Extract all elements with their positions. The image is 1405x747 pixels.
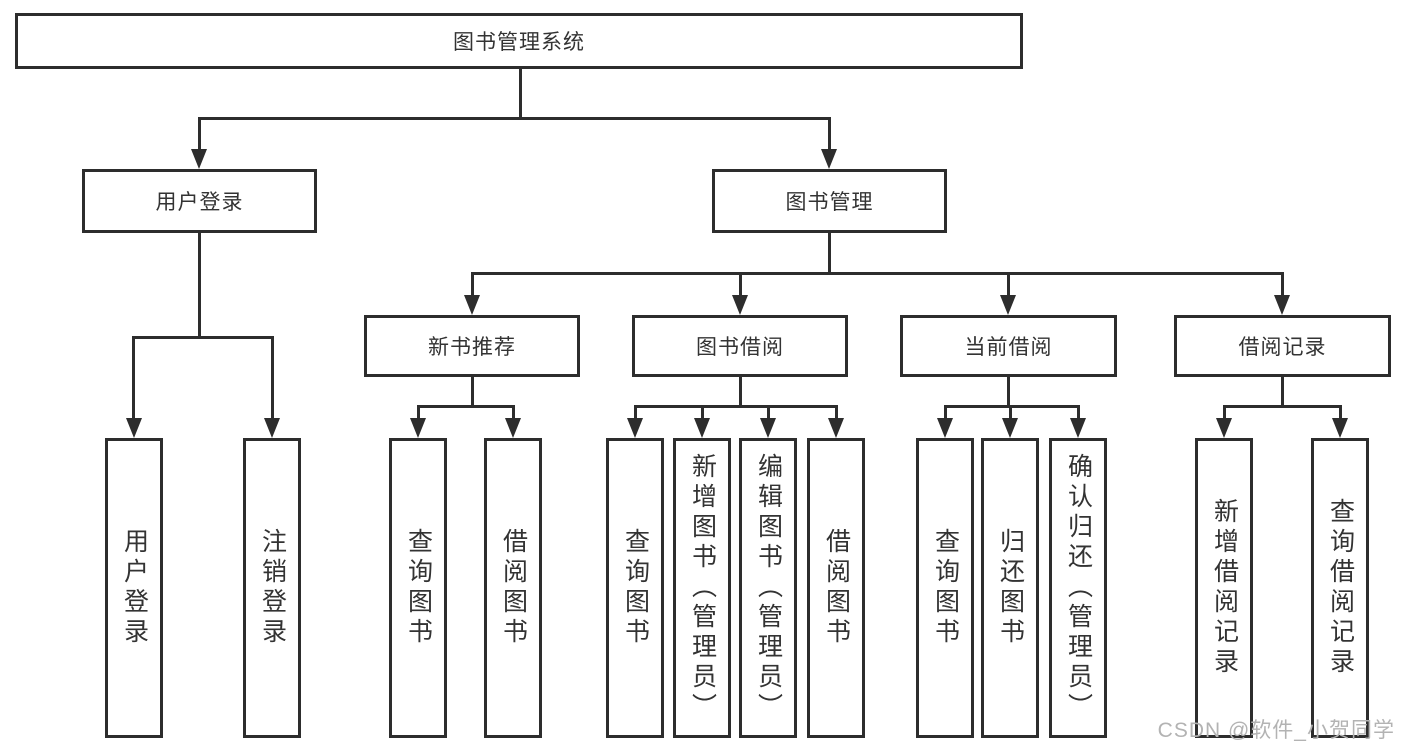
- connector-stub-book-management: [828, 117, 831, 151]
- connector-stub-add-borrow-record: [1223, 405, 1226, 420]
- node-borrow-book-2: 借阅图书: [807, 438, 865, 738]
- arrowhead-return-book: [1002, 418, 1018, 438]
- arrowhead-user-login: [191, 149, 207, 169]
- node-edit-book-admin: 编辑图书（管理员）: [739, 438, 797, 738]
- arrowhead-confirm-return-admin: [1070, 418, 1086, 438]
- connector-book-borrow-stem: [739, 377, 742, 406]
- connector-user-login-stem: [198, 233, 201, 338]
- connector-stub-query-borrow-record: [1339, 405, 1342, 420]
- node-add-book-admin: 新增图书（管理员）: [673, 438, 731, 738]
- arrowhead-query-book-2: [627, 418, 643, 438]
- arrowhead-logout-leaf: [264, 418, 280, 438]
- node-book-borrow: 图书借阅: [632, 315, 848, 377]
- arrowhead-user-login-leaf: [126, 418, 142, 438]
- arrowhead-query-book-3: [937, 418, 953, 438]
- node-user-login-leaf: 用户登录: [105, 438, 163, 738]
- connector-stub-logout-leaf: [271, 336, 274, 420]
- connector-stub-borrow-book-2: [835, 405, 838, 420]
- node-user-login: 用户登录: [82, 169, 317, 233]
- connector-stub-confirm-return-admin: [1077, 405, 1080, 420]
- connector-stub-borrow-book-1: [512, 405, 515, 420]
- connector-stub-new-book-recommend: [471, 272, 474, 297]
- arrowhead-book-borrow: [732, 295, 748, 315]
- connector-new-book-recommend-crossbar: [417, 405, 514, 408]
- connector-new-book-recommend-stem: [471, 377, 474, 406]
- node-logout-leaf: 注销登录: [243, 438, 301, 738]
- connector-stub-return-book: [1009, 405, 1012, 420]
- connector-stub-book-borrow: [739, 272, 742, 297]
- connector-stub-query-book-1: [417, 405, 420, 420]
- connector-book-management-stem: [828, 233, 831, 274]
- connector-stub-user-login-leaf: [132, 336, 135, 420]
- connector-user-login-crossbar: [133, 336, 274, 339]
- arrowhead-new-book-recommend: [464, 295, 480, 315]
- connector-current-borrow-stem: [1007, 377, 1010, 406]
- connector-stub-borrow-record: [1281, 272, 1284, 297]
- arrowhead-add-book-admin: [694, 418, 710, 438]
- node-current-borrow: 当前借阅: [900, 315, 1117, 377]
- connector-level3-crossbar: [471, 272, 1283, 275]
- node-query-book-2: 查询图书: [606, 438, 664, 738]
- arrowhead-book-management: [821, 149, 837, 169]
- node-book-management: 图书管理: [712, 169, 947, 233]
- node-confirm-return-admin: 确认归还（管理员）: [1049, 438, 1107, 738]
- connector-root-stem: [519, 69, 522, 118]
- node-return-book: 归还图书: [981, 438, 1039, 738]
- node-add-borrow-record: 新增借阅记录: [1195, 438, 1253, 738]
- node-query-book-3: 查询图书: [916, 438, 974, 738]
- arrowhead-borrow-book-1: [505, 418, 521, 438]
- connector-stub-current-borrow: [1007, 272, 1010, 297]
- connector-stub-query-book-3: [944, 405, 947, 420]
- connector-borrow-record-stem: [1281, 377, 1284, 406]
- connector-level2-crossbar: [198, 117, 831, 120]
- connector-borrow-record-crossbar: [1223, 405, 1341, 408]
- arrowhead-current-borrow: [1000, 295, 1016, 315]
- node-borrow-record: 借阅记录: [1174, 315, 1391, 377]
- arrowhead-query-borrow-record: [1332, 418, 1348, 438]
- connector-book-borrow-crossbar: [634, 405, 837, 408]
- node-query-borrow-record: 查询借阅记录: [1311, 438, 1369, 738]
- arrowhead-borrow-book-2: [828, 418, 844, 438]
- connector-stub-add-book-admin: [701, 405, 704, 420]
- arrowhead-query-book-1: [410, 418, 426, 438]
- arrowhead-borrow-record: [1274, 295, 1290, 315]
- arrowhead-edit-book-admin: [760, 418, 776, 438]
- node-root: 图书管理系统: [15, 13, 1023, 69]
- node-new-book-recommend: 新书推荐: [364, 315, 580, 377]
- connector-stub-edit-book-admin: [767, 405, 770, 420]
- connector-stub-user-login: [198, 117, 201, 151]
- node-query-book-1: 查询图书: [389, 438, 447, 738]
- csdn-watermark: CSDN @软件_小贺同学: [1157, 719, 1395, 742]
- node-borrow-book-1: 借阅图书: [484, 438, 542, 738]
- arrowhead-add-borrow-record: [1216, 418, 1232, 438]
- connector-stub-query-book-2: [634, 405, 637, 420]
